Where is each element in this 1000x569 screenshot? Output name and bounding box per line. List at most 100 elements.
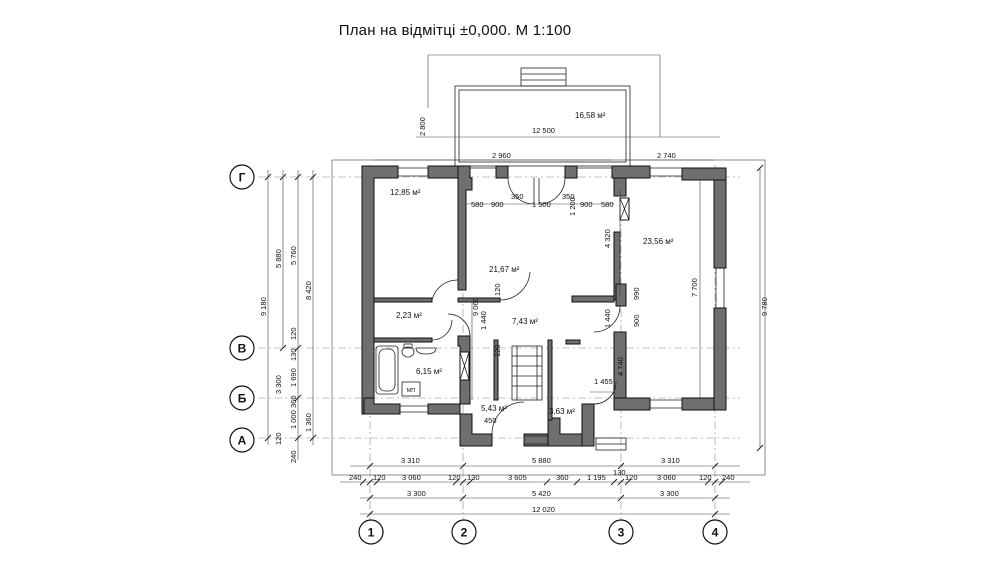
dim-1500: 1 500 (532, 200, 551, 209)
dim-b3310a: 3 310 (401, 456, 420, 465)
left-dimensions (264, 170, 317, 460)
dim-e3300a: 3 300 (407, 489, 426, 498)
axis-bubble-row-4: А (229, 427, 255, 453)
terrace-frame (427, 54, 661, 137)
dim-l5760: 5 760 (289, 246, 298, 265)
dim-c240b: 240 (722, 473, 735, 482)
dim-c120b: 120 (448, 473, 461, 482)
axis-bubble-row-1: Г (229, 164, 255, 190)
axis-bubble-row-3: Б (229, 385, 255, 411)
axis-label-row-3: Б (238, 392, 247, 406)
axis-label-row-2: В (238, 342, 247, 356)
dim-l360: 360 (289, 395, 298, 408)
dim-580b: 580 (601, 200, 614, 209)
dim-f12020: 12 020 (532, 505, 555, 514)
dim-12500: 12 500 (532, 126, 555, 135)
dim-350a: 350 (511, 192, 524, 201)
dim-1440a: 1 440 (479, 311, 488, 330)
drawing-title-text: План на відмітці ±0,000. М 1:100 (338, 22, 572, 39)
axis-bubble-col-1: 1 (358, 519, 384, 545)
axis-bubble-col-2: 2 (451, 519, 477, 545)
column-axis-bubbles: 1 2 3 4 (358, 519, 728, 545)
room-area-2: 21,67 м² (489, 265, 520, 274)
bottom-dimensions (340, 462, 750, 518)
axis-label-col-2: 2 (461, 526, 468, 540)
drawing-title: План на відмітці ±0,000. М 1:100 (0, 22, 1000, 39)
dim-c120c: 120 (625, 473, 638, 482)
dim-l9180: 9 180 (259, 297, 268, 316)
dim-4740: 4 740 (616, 357, 625, 376)
axis-label-row-4: А (238, 434, 247, 448)
dim-l120b: 120 (274, 432, 283, 445)
dim-l8420: 8 420 (304, 281, 313, 300)
room-area-6: 6,15 м² (416, 367, 442, 376)
dim-450: 450 (484, 416, 497, 425)
dim-900b: 900 (580, 200, 593, 209)
dim-e5420: 5 420 (532, 489, 551, 498)
axis-bubble-col-3: 3 (608, 519, 634, 545)
dim-1440b: 1 440 (603, 309, 612, 328)
interior-dimensions (374, 136, 720, 400)
dim-c120a: 120 (373, 473, 386, 482)
dim-c120d: 120 (699, 473, 712, 482)
dim-c3060b: 3 060 (657, 473, 676, 482)
bathroom-fixtures (375, 343, 437, 397)
dim-b3310b: 3 310 (661, 456, 680, 465)
row-axis-bubbles: Г В Б А (229, 164, 255, 453)
dim-7700: 7 700 (690, 278, 699, 297)
dim-130c: 130 (613, 468, 626, 477)
dim-r9780: 9 780 (760, 297, 769, 316)
dim-c360: 360 (556, 473, 569, 482)
dim-900c: 900 (632, 314, 641, 327)
dim-990: 990 (632, 287, 641, 300)
bottom-dimension-text: 3 310 5 880 3 310 240 120 3 060 120 130 … (349, 456, 735, 514)
room-labels: 12,85 м² 21,67 м² 23,56 м² 16,58 м² 2,23… (390, 111, 674, 416)
dim-c3605: 3 605 (508, 473, 527, 482)
dim-l120a: 120 (289, 327, 298, 340)
axis-label-col-1: 1 (368, 526, 375, 540)
room-area-5: 7,43 м² (512, 317, 538, 326)
dim-l3300: 3 300 (274, 375, 283, 394)
room-area-4: 2,23 м² (396, 311, 422, 320)
dim-1455: 1 455 (594, 377, 613, 386)
dim-l1360: 1 360 (304, 413, 313, 432)
dim-l1000: 1 000 (289, 410, 298, 429)
windows (398, 167, 725, 445)
interior-walls (373, 165, 630, 421)
dim-1200: 1 200 (568, 197, 577, 216)
dim-c3060a: 3 060 (402, 473, 421, 482)
dim-2800: 2 800 (418, 117, 427, 136)
axis-lines (258, 165, 740, 520)
dim-2960: 2 960 (492, 151, 511, 160)
dim-b5880: 5 880 (532, 456, 551, 465)
dim-l240: 240 (289, 450, 298, 463)
dim-c240a: 240 (349, 473, 362, 482)
axis-bubble-row-2: В (229, 335, 255, 361)
dim-9060: 9 060 (471, 297, 480, 316)
terrace (454, 67, 631, 167)
axis-label-col-3: 3 (618, 526, 625, 540)
dim-580a: 580 (471, 200, 484, 209)
dim-900a: 900 (491, 200, 504, 209)
left-dimension-text: 9 180 5 880 5 760 8 420 3 300 120 130 1 … (259, 246, 313, 463)
room-area-terrace: 16,58 м² (575, 111, 606, 120)
axis-label-col-4: 4 (712, 526, 719, 540)
boiler-label: МП (407, 388, 416, 394)
dim-e3300b: 3 300 (660, 489, 679, 498)
dim-c130a: 130 (467, 473, 480, 482)
door-swings (431, 177, 621, 435)
dim-350b: 350 (562, 192, 575, 201)
dim-120b: 120 (493, 344, 502, 357)
axis-label-row-1: Г (239, 171, 246, 185)
room-area-8: 3,63 м² (549, 407, 575, 416)
room-area-7: 5,43 м² (481, 404, 507, 413)
interior-dimension-text: 2 800 12 500 2 960 2 740 580 900 350 1 5… (418, 117, 699, 477)
exterior-walls (361, 165, 727, 447)
dim-2740: 2 740 (657, 151, 676, 160)
room-area-3: 23,56 м² (643, 237, 674, 246)
dim-l5880: 5 880 (274, 249, 283, 268)
dim-4320: 4 320 (603, 229, 612, 248)
dim-l130: 130 (289, 348, 298, 361)
dim-120a: 120 (493, 283, 502, 296)
